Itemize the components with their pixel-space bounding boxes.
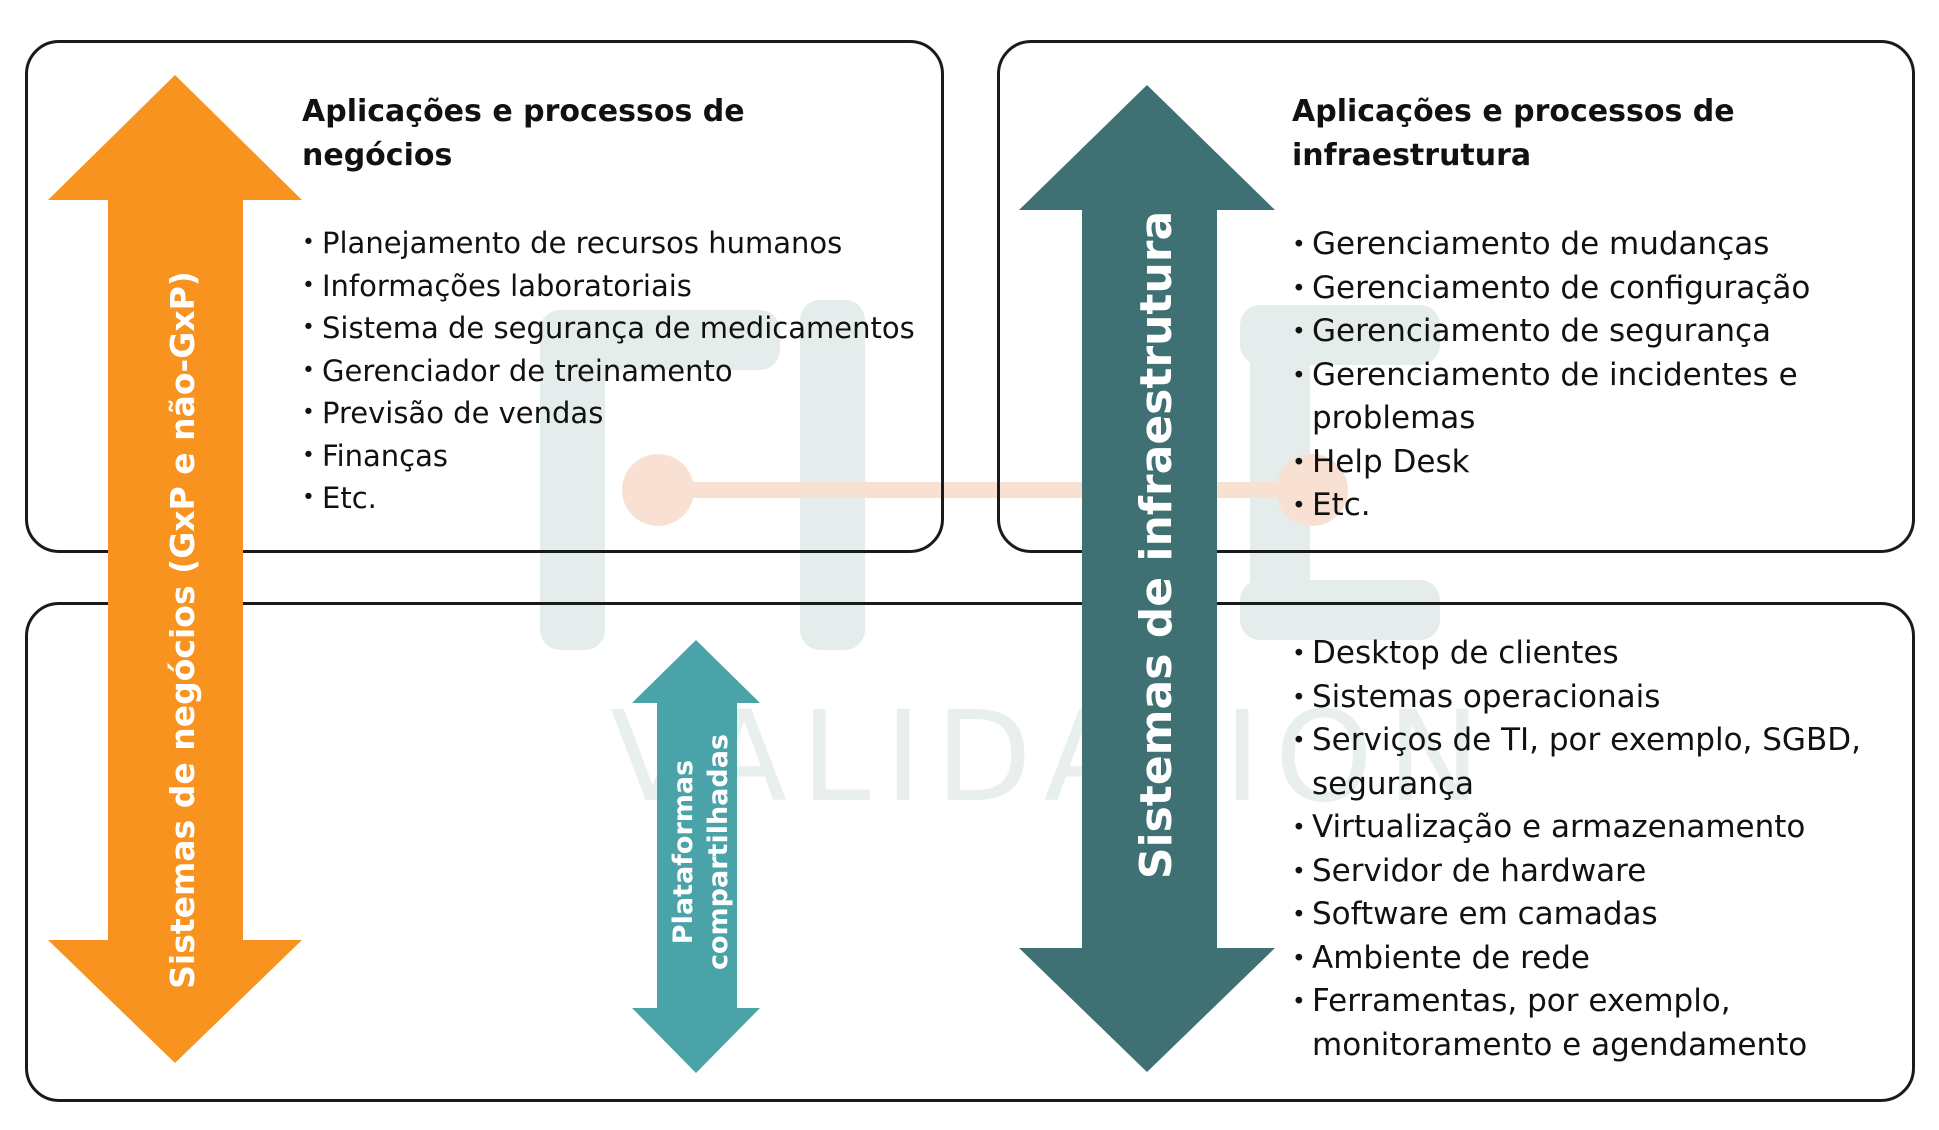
infrastructure-apps-box (997, 40, 1915, 553)
infrastructure-apps-heading: Aplicações e processos de infraestrutura (1292, 94, 1735, 173)
infrastructure-apps-list: Gerenciamento de mudanças Gerenciamento … (1292, 223, 1912, 528)
list-item: Serviços de TI, por exemplo, SGBD, segur… (1292, 719, 1912, 806)
list-item: Ambiente de rede (1292, 937, 1912, 981)
list-item: Gerenciamento de incidentes e problemas (1292, 354, 1912, 441)
shared-platforms-label-line1: Plataformas (668, 760, 699, 944)
business-apps-heading: Aplicações e processos de negócios (302, 94, 745, 173)
list-item: Gerenciamento de segurança (1292, 310, 1912, 354)
list-item: Informações laboratoriais (302, 265, 942, 308)
infrastructure-systems-arrow: Sistemas de infraestrutura (1019, 85, 1275, 1072)
list-item: Software em camadas (1292, 893, 1912, 937)
list-item: Gerenciamento de mudanças (1292, 223, 1912, 267)
platforms-box (25, 602, 1915, 1102)
business-apps-box (25, 40, 944, 553)
list-item: Planejamento de recursos humanos (302, 222, 942, 265)
business-systems-arrow: Sistemas de negócios (GxP e não-GxP) (48, 75, 302, 1063)
infrastructure-systems-label: Sistemas de infraestrutura (1131, 211, 1182, 879)
list-item: Virtualização e armazenamento (1292, 806, 1912, 850)
list-item: Finanças (302, 435, 942, 478)
shared-platforms-arrow: Plataformas compartilhadas (632, 640, 760, 1073)
list-item: Gerenciador de treinamento (302, 350, 942, 393)
list-item: Servidor de hardware (1292, 850, 1912, 894)
business-systems-label: Sistemas de negócios (GxP e não-GxP) (163, 271, 202, 989)
list-item: Help Desk (1292, 441, 1912, 485)
platforms-list: Desktop de clientes Sistemas operacionai… (1292, 632, 1912, 1067)
list-item: Ferramentas, por exemplo, monitoramento … (1292, 980, 1912, 1067)
shared-platforms-label-line2: compartilhadas (703, 734, 734, 970)
list-item: Etc. (302, 477, 942, 520)
list-item: Sistemas operacionais (1292, 676, 1912, 720)
list-item: Previsão de vendas (302, 392, 942, 435)
business-apps-list: Planejamento de recursos humanos Informa… (302, 222, 942, 520)
list-item: Etc. (1292, 484, 1912, 528)
list-item: Desktop de clientes (1292, 632, 1912, 676)
list-item: Gerenciamento de configuração (1292, 267, 1912, 311)
list-item: Sistema de segurança de medicamentos (302, 307, 942, 350)
